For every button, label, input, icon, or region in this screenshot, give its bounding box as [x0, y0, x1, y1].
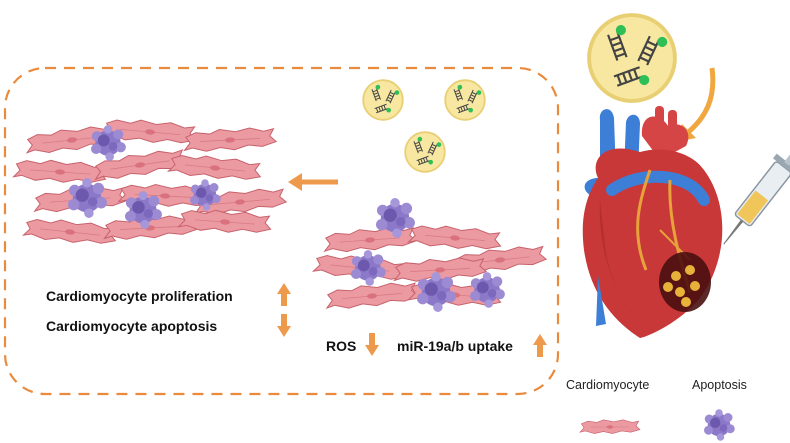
mirna-up-arrow	[533, 334, 547, 357]
legend-apoptosis-label: Apoptosis	[692, 378, 747, 392]
flow-arrow-to-heart	[684, 67, 716, 136]
ros-down-arrow	[365, 333, 379, 356]
cardiomyocyte-icon	[579, 419, 641, 434]
dashed-panel-border	[3, 66, 560, 396]
exosome-group	[363, 80, 485, 172]
large-exosome-icon	[589, 15, 675, 101]
heart-icon	[582, 106, 723, 338]
exosome-icon	[363, 80, 403, 120]
proliferation-up-arrow	[277, 283, 291, 306]
apoptosis-down-arrow	[277, 314, 291, 337]
legend-apoptosis-icon	[704, 409, 735, 441]
proliferation-label: Cardiomyocyte proliferation	[46, 288, 233, 304]
ros-label: ROS	[326, 338, 357, 354]
legend-cardiomyocyte-label: Cardiomyocyte	[566, 378, 650, 392]
apoptosis-label: Cardiomyocyte apoptosis	[46, 318, 218, 334]
treated-cell-cluster	[12, 116, 288, 248]
mirna-uptake-label: miR-19a/b uptake	[397, 338, 513, 354]
syringe-icon	[723, 143, 790, 245]
untreated-cell-cluster	[312, 198, 548, 312]
